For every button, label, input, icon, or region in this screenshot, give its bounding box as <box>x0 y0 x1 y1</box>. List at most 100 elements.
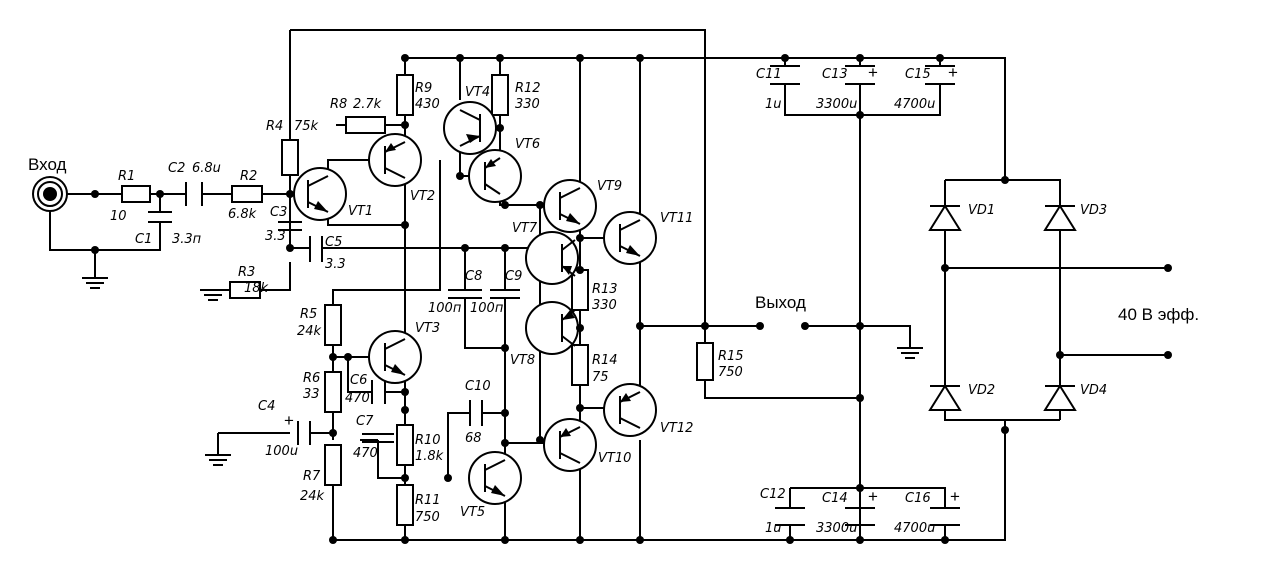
label-C3-ref: C3 <box>270 205 287 220</box>
label-C14-ref: C14 <box>822 491 848 506</box>
label-VD1: VD1 <box>968 203 995 218</box>
label-R1-value: 10 <box>110 209 127 224</box>
label-R10-value: 1.8k <box>415 449 444 464</box>
label-R1-ref: R1 <box>118 169 135 184</box>
label-R6-value: 33 <box>303 387 320 402</box>
transistor-VT7 <box>525 231 579 285</box>
label-R15-value: 750 <box>718 365 743 380</box>
plus-C13: + <box>868 63 878 82</box>
label-C13-ref: C13 <box>822 67 848 82</box>
label-R3-ref: R3 <box>238 265 255 280</box>
label-R14-value: 75 <box>592 370 609 385</box>
label-R9-ref: R9 <box>415 81 432 96</box>
label-C9-ref: C9 <box>505 269 522 284</box>
label-C7-ref: C7 <box>356 414 374 429</box>
label-R2-value: 6.8k <box>228 207 257 222</box>
output-label: Выход <box>755 293 806 312</box>
label-VT10: VT10 <box>598 451 631 466</box>
label-C10-ref: C10 <box>465 379 491 394</box>
transistor-VT3 <box>368 330 422 384</box>
transistor-VT12 <box>603 383 657 437</box>
label-R12-ref: R12 <box>515 81 541 96</box>
transistor-VT9 <box>543 179 597 233</box>
transistor-VT10 <box>543 418 597 472</box>
label-R6-ref: R6 <box>303 371 320 386</box>
resistor-R9 <box>396 74 414 116</box>
label-VT7: VT7 <box>512 221 538 236</box>
label-R10-ref: R10 <box>415 433 441 448</box>
label-R13-value: 330 <box>592 298 617 313</box>
label-VT6: VT6 <box>515 137 540 152</box>
label-C15-value: 4700u <box>894 97 935 112</box>
label-R7-value: 24k <box>300 489 325 504</box>
label-C1-ref: C1 <box>135 232 152 247</box>
label-C15-ref: C15 <box>905 67 931 82</box>
resistor-R8 <box>345 116 386 134</box>
label-C5-ref: C5 <box>325 235 342 250</box>
label-R11-value: 750 <box>415 510 440 525</box>
diode-VD2 <box>928 384 962 411</box>
resistor-R14 <box>571 344 589 386</box>
resistor-R15 <box>696 342 714 381</box>
label-VD3: VD3 <box>1080 203 1107 218</box>
label-R14-ref: R14 <box>592 353 618 368</box>
transistor-VT2 <box>368 133 422 187</box>
transistor-VT8 <box>525 301 579 355</box>
diode-VD1 <box>928 204 962 231</box>
label-R13-ref: R13 <box>592 282 618 297</box>
label-VT12: VT12 <box>660 421 693 436</box>
label-R5-ref: R5 <box>300 307 317 322</box>
label-C2-value: 6.8u <box>192 161 221 176</box>
transistor-VT6 <box>468 149 522 203</box>
label-VT8: VT8 <box>510 353 535 368</box>
resistor-R11 <box>396 484 414 526</box>
label-VT3: VT3 <box>415 321 440 336</box>
label-R9-value: 430 <box>415 97 440 112</box>
resistor-R7 <box>324 444 342 486</box>
resistor-R2 <box>231 185 263 203</box>
label-C7-value: 470 <box>353 446 378 461</box>
resistor-R6 <box>324 371 342 413</box>
label-C14-value: 3300u <box>816 521 857 536</box>
resistor-R3 <box>229 281 261 299</box>
label-R8-value: 2.7k <box>353 97 382 112</box>
resistor-R4 <box>281 139 299 176</box>
transistor-VT5 <box>468 451 522 505</box>
transistor-VT1 <box>293 167 347 221</box>
resistor-R12 <box>491 74 509 116</box>
input-jack <box>32 176 68 212</box>
resistor-R5 <box>324 304 342 346</box>
label-VT9: VT9 <box>597 179 622 194</box>
label-R4-value: 75k <box>294 119 319 134</box>
label-C8-ref: C8 <box>465 269 482 284</box>
label-C16-value: 4700u <box>894 521 935 536</box>
label-VT5: VT5 <box>460 505 485 520</box>
label-VD2: VD2 <box>968 383 995 398</box>
label-R7-ref: R7 <box>303 469 321 484</box>
plus-C14: + <box>868 487 878 506</box>
label-C13-value: 3300u <box>816 97 857 112</box>
diode-VD3 <box>1043 204 1077 231</box>
label-R12-value: 330 <box>515 97 540 112</box>
junctions <box>91 54 1172 544</box>
label-C8-value: 100п <box>428 301 462 316</box>
label-C12-ref: C12 <box>760 487 786 502</box>
resistor-R10 <box>396 424 414 466</box>
label-R11-ref: R11 <box>415 493 441 508</box>
label-VT2: VT2 <box>410 189 435 204</box>
label-VD4: VD4 <box>1080 383 1107 398</box>
ground-symbols <box>82 277 923 466</box>
supply-label: 40 В эфф. <box>1118 305 1199 324</box>
label-C6-ref: C6 <box>350 373 367 388</box>
label-VT1: VT1 <box>348 204 373 219</box>
label-C11-value: 1u <box>765 97 782 112</box>
label-C3-value: 3.3 <box>265 229 286 244</box>
label-VT11: VT11 <box>660 211 693 226</box>
input-label: Вход <box>28 155 67 174</box>
label-R5-value: 24k <box>297 324 322 339</box>
label-R8-ref: R8 <box>330 97 347 112</box>
label-VT4: VT4 <box>465 85 490 100</box>
diode-VD4 <box>1043 384 1077 411</box>
label-C10-value: 68 <box>465 431 482 446</box>
